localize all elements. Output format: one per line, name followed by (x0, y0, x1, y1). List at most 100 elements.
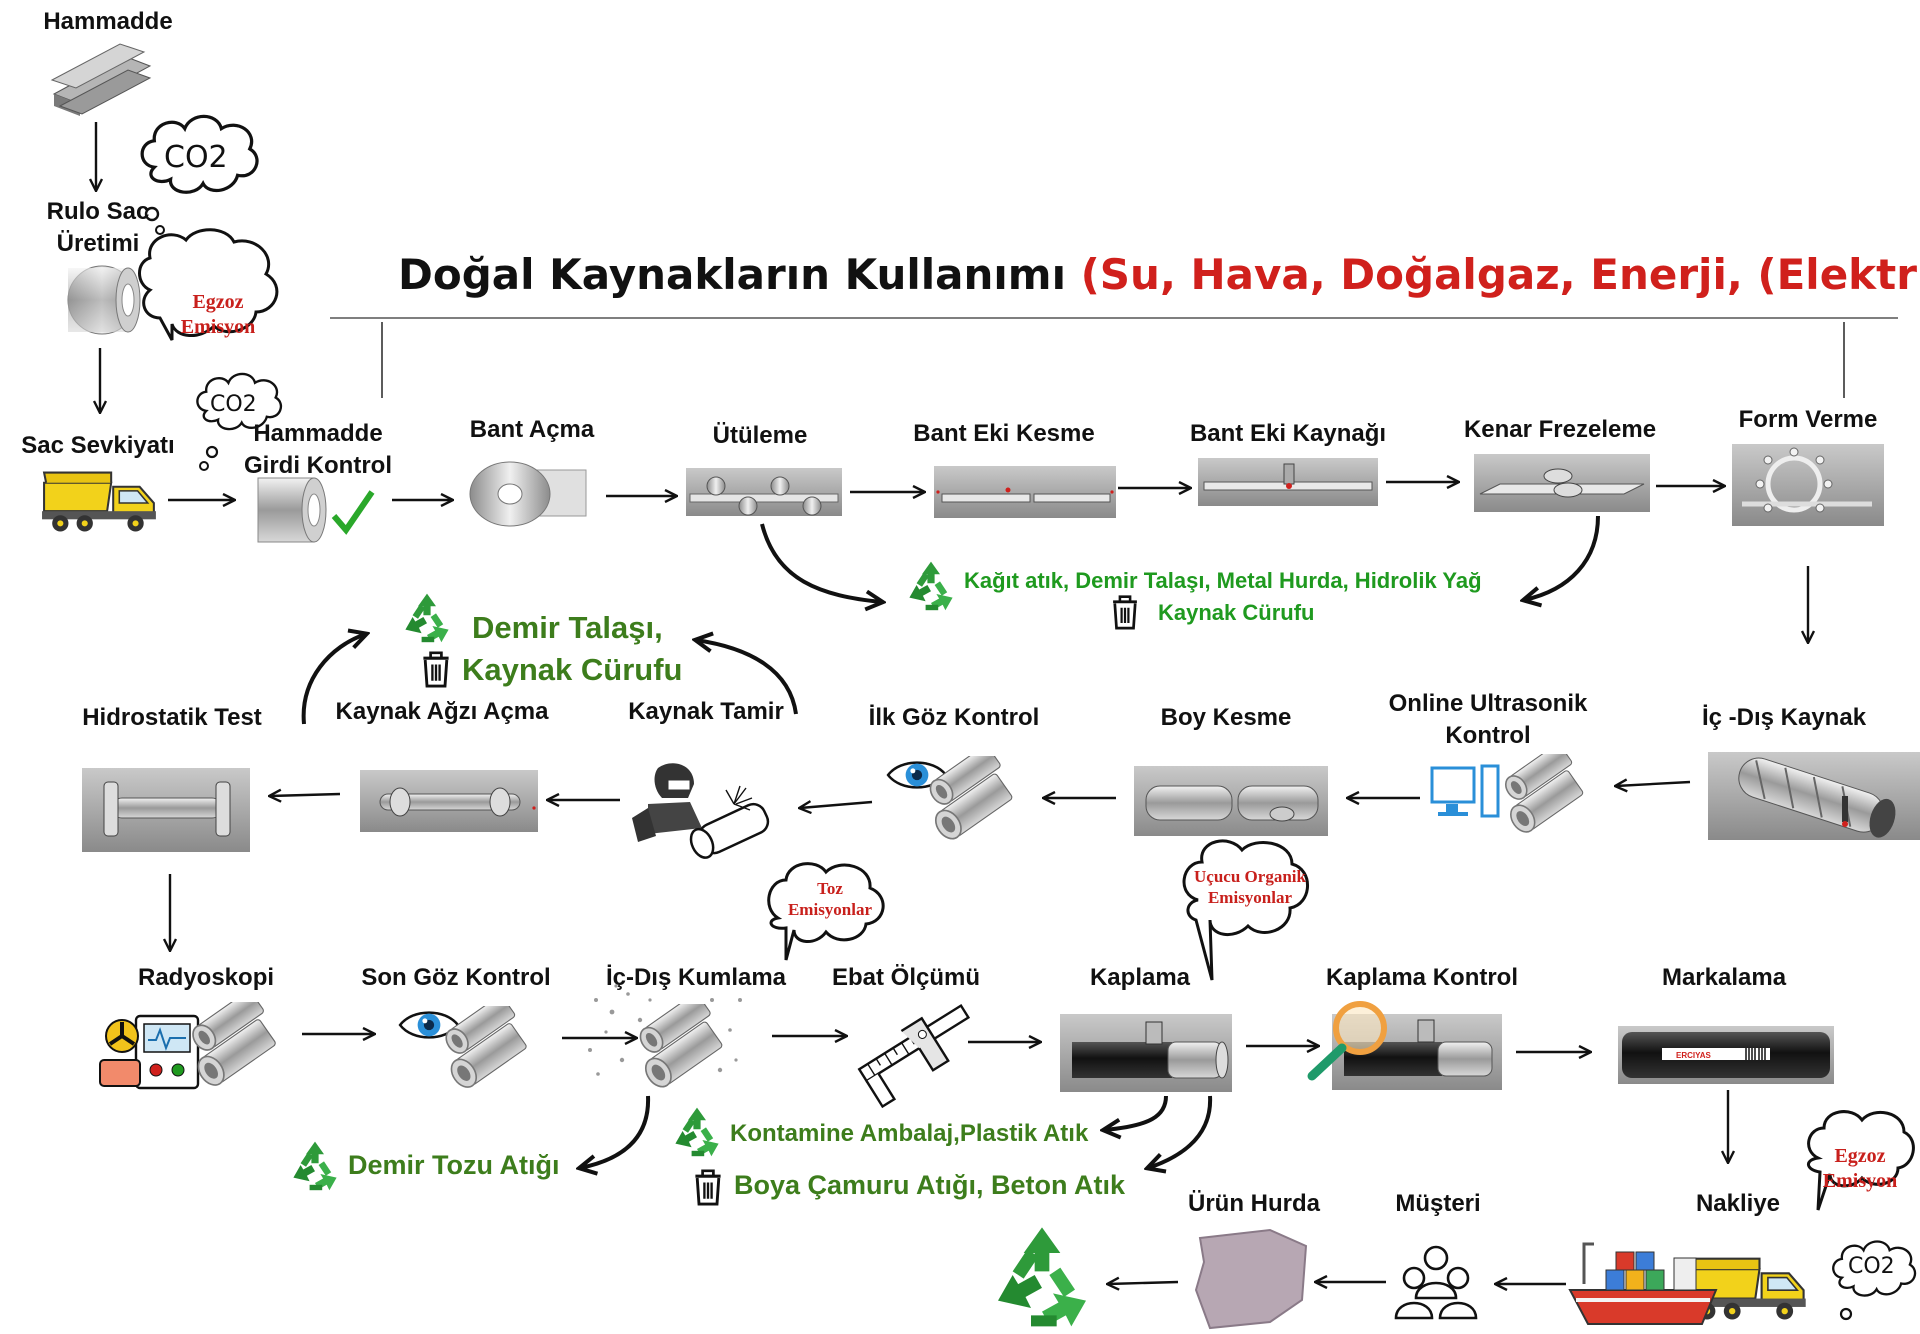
kenar-frezeleme-image (1474, 454, 1650, 512)
curved-arrow-to-waste-2b (696, 640, 798, 715)
label-hammadde-girdi: Hammadde Girdi Kontrol (244, 420, 392, 480)
arrow-icdis-to-online (1616, 782, 1691, 786)
recycle-icon-3 (293, 1141, 337, 1191)
magnifier-icon (1307, 1001, 1387, 1081)
title-highlight: (Su, Hava, Doğalgaz, Enerji, (Elektrik)) (1080, 250, 1920, 299)
pipe-icon-5 (635, 1004, 724, 1093)
waste-bottom-trash: Boya Çamuru Atığı, Beton Atık (734, 1170, 1126, 1200)
label-online-ultrasonik: Online Ultrasonik Kontrol (1388, 690, 1588, 750)
trash-icon (1111, 595, 1139, 630)
utuleme-image (686, 468, 842, 516)
pipe-icon-2 (925, 756, 1014, 845)
label-hammadde: Hammadde (43, 8, 173, 35)
waste-mid-recycle: Demir Talaşı, (472, 610, 663, 645)
label-musteri: Müşteri (1395, 1190, 1481, 1217)
dump-truck-icon (41, 471, 157, 533)
co2-cloud-icon-2 (196, 372, 283, 471)
recycle-icon (909, 561, 953, 611)
large-recycle-icon (998, 1227, 1086, 1327)
radyoskopi-icon (99, 1014, 200, 1090)
label-kaynak-agzi-acma: Kaynak Ağzı Açma (335, 698, 549, 725)
curved-arrow-to-waste-3b (1104, 1095, 1168, 1130)
label-bant-acma: Bant Açma (469, 416, 595, 443)
trash-icon-3 (693, 1169, 723, 1206)
egzoz-emisyon-text-bottom: Egzoz Emisyon (1822, 1145, 1898, 1192)
boy-kesme-image (1134, 766, 1328, 836)
label-ilk-goz-kontrol: İlk Göz Kontrol (868, 704, 1040, 731)
scrap-pile-icon (1194, 1228, 1308, 1330)
arrow-agzi-to-hidrostatik (270, 794, 341, 796)
curved-arrow-to-waste-3a (580, 1095, 651, 1168)
co2-cloud-icon-3 (1832, 1240, 1917, 1321)
label-sac-sevkiyati: Sac Sevkiyatı (21, 432, 175, 459)
co2-text-2: CO2 (210, 392, 257, 417)
egzoz-speech-bubble-top (138, 228, 279, 341)
waste-line1-recycle: Kağıt atık, Demir Talaşı, Metal Hurda, H… (964, 568, 1482, 593)
checkmark-icon (331, 490, 375, 535)
computer-icon (1430, 764, 1500, 818)
label-kaplama: Kaplama (1089, 964, 1191, 991)
co2-text-3: CO2 (1848, 1254, 1895, 1279)
label-radyoskopi: Radyoskopi (137, 964, 275, 991)
ic-dis-kaynak-image (1708, 752, 1920, 840)
steel-beams-icon (50, 43, 152, 116)
label-ebat-olcumu: Ebat Ölçümü (831, 964, 981, 991)
waste-bottom-left: Demir Tozu Atığı (348, 1150, 560, 1180)
label-nakliye: Nakliye (1695, 1190, 1781, 1217)
curved-arrow-to-waste-2a (301, 634, 366, 725)
form-verme-image (1732, 444, 1884, 526)
trash-icon-2 (421, 651, 451, 688)
label-form-verme: Form Verme (1738, 406, 1878, 433)
pipe-icon-4 (440, 1006, 529, 1093)
curved-arrow-to-waste-1 (760, 523, 882, 602)
arrow-hurda-to-recycle (1108, 1282, 1179, 1284)
label-utuleme: Ütüleme (712, 422, 808, 449)
bant-acma-image (469, 461, 587, 527)
pipe-icon (1500, 754, 1585, 838)
label-markalama: Markalama (1661, 964, 1787, 991)
title-main: Doğal Kaynakların Kullanımı (398, 250, 1066, 299)
waste-mid-trash: Kaynak Cürufu (462, 652, 683, 687)
co2-text: CO2 (164, 140, 228, 175)
bant-eki-kaynagi-image (1198, 458, 1378, 506)
arrow-ilkgoz-to-tamir (800, 802, 873, 808)
label-kaynak-tamir: Kaynak Tamir (628, 698, 784, 725)
recycle-icon-2 (405, 593, 449, 643)
input-coil-icon (257, 477, 327, 543)
label-kaplama-kontrol: Kaplama Kontrol (1325, 964, 1519, 991)
kaynak-agzi-acma-image (360, 770, 538, 832)
label-bant-eki-kaynagi: Bant Eki Kaynağı (1189, 420, 1387, 447)
curved-arrow-to-waste-3c (1148, 1095, 1213, 1168)
label-urun-hurda: Ürün Hurda (1188, 1190, 1320, 1217)
marking-brand-text: ERCIYAS (1676, 1051, 1711, 1060)
co2-cloud-icon (140, 114, 259, 235)
kaplama-image (1060, 1014, 1232, 1092)
label-kenar-frezeleme: Kenar Frezeleme (1463, 416, 1657, 443)
caliper-icon (857, 1003, 971, 1109)
label-boy-kesme: Boy Kesme (1160, 704, 1292, 731)
label-hidrostatik-test: Hidrostatik Test (82, 704, 262, 731)
egzoz-emisyon-text-top: Egzoz Emisyon (180, 291, 256, 338)
label-ic-dis-kumlama: İç-Dış Kumlama (605, 964, 787, 991)
label-son-goz-kontrol: Son Göz Kontrol (361, 964, 551, 991)
recycle-icon-4 (675, 1107, 719, 1157)
ucucu-emisyonlar-text: Uçucu Organik Emisyonlar (1194, 867, 1306, 908)
toz-speech-bubble (767, 862, 885, 961)
waste-line1-trash: Kaynak Cürufu (1158, 600, 1315, 625)
sandblast-dust (588, 984, 742, 1076)
cargo-ship-icon (1568, 1242, 1718, 1325)
markalama-image: ERCIYAS (1618, 1026, 1834, 1084)
ucucu-speech-bubble (1182, 839, 1309, 981)
welder-icon (632, 763, 770, 859)
waste-bottom-recycle: Kontamine Ambalaj,Plastik Atık (730, 1120, 1089, 1147)
pipe-icon-3 (187, 1002, 278, 1091)
label-ic-dis-kaynak: İç -Dış Kaynak (1701, 704, 1867, 731)
steel-coil-icon (67, 265, 141, 335)
page-title: Doğal Kaynakların Kullanımı (Su, Hava, D… (398, 250, 1920, 299)
bant-eki-kesme-image (934, 466, 1116, 518)
hidrostatik-test-image (82, 768, 250, 852)
label-rulo-sac: Rulo Sac Üretimi (46, 198, 150, 258)
curved-arrow-to-waste-1b (1524, 515, 1600, 600)
toz-emisyonlar-text: Toz Emisyonlar (787, 879, 873, 920)
